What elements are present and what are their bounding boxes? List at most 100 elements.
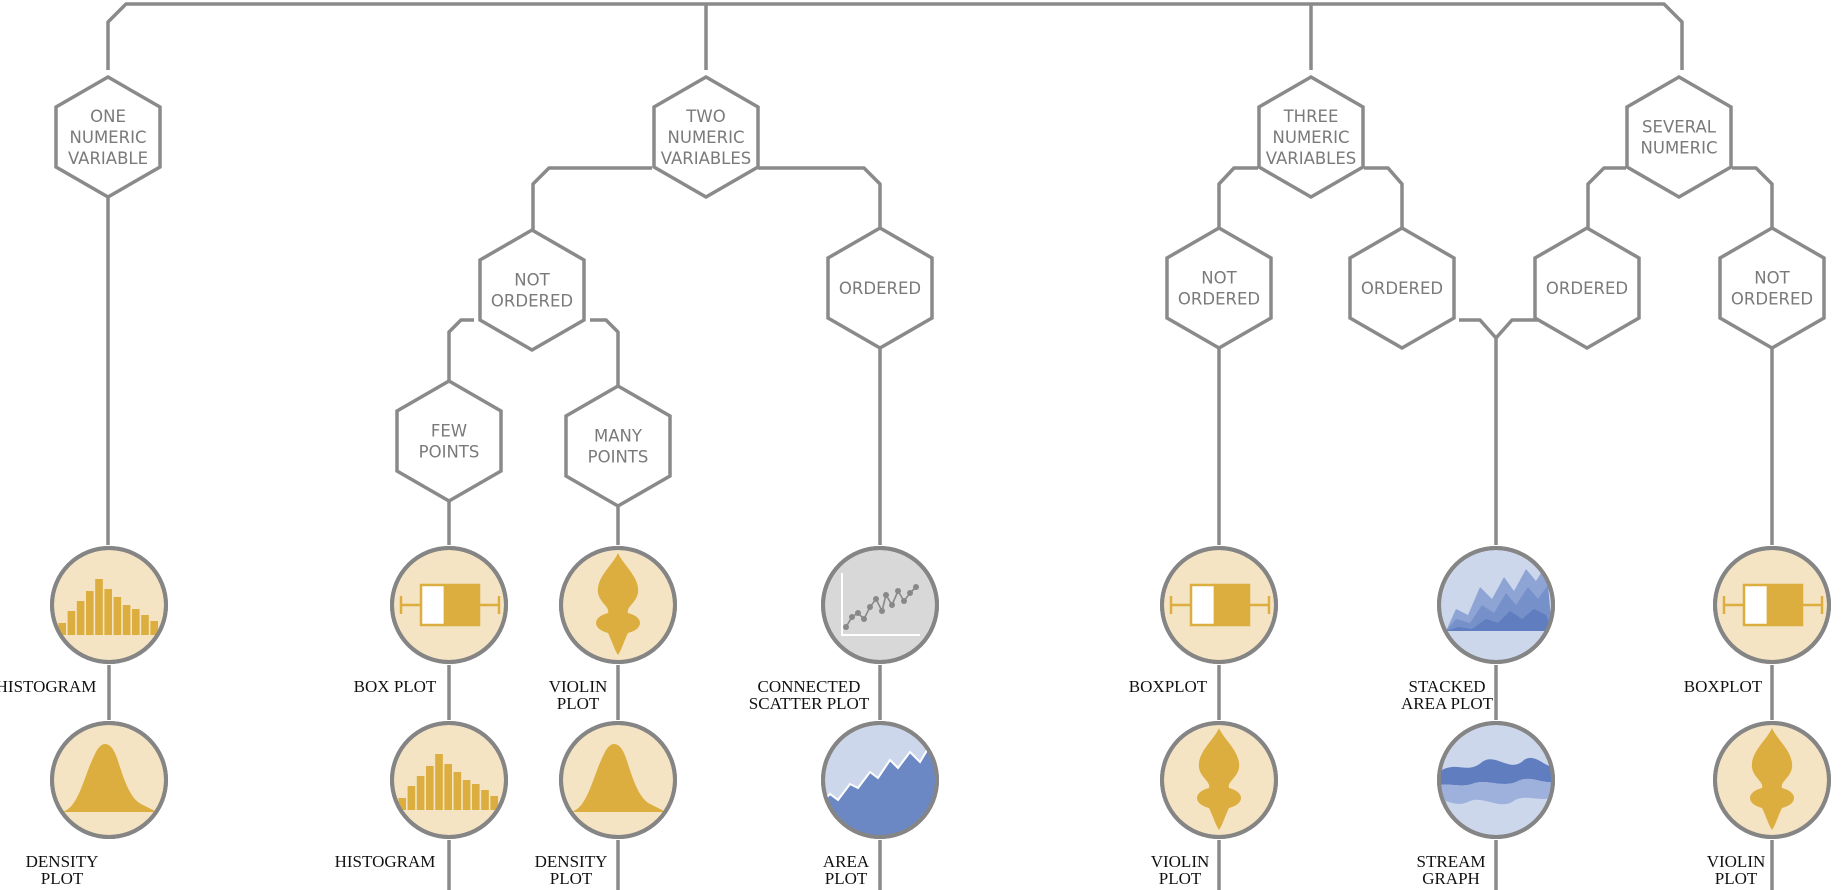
edge-line — [1586, 166, 1626, 230]
circle-outline — [1713, 546, 1831, 664]
chart-label: AREA PLOT — [1401, 694, 1494, 713]
decision-node-label: VARIABLES — [1266, 149, 1357, 168]
boxplot-glyph — [399, 583, 501, 627]
chart-node-histogram-1[interactable]: HISTOGRAM — [0, 546, 168, 696]
scatter-point — [879, 608, 885, 614]
circle-outline — [1160, 546, 1278, 664]
scatter-point — [849, 614, 855, 620]
scatter-point — [913, 584, 919, 590]
histogram-bar — [472, 784, 480, 810]
histogram-bar — [141, 615, 149, 635]
edge-line — [1732, 166, 1774, 230]
box-lower — [419, 583, 447, 627]
decision-node-label: NUMERIC — [668, 128, 745, 147]
histogram-bar — [444, 764, 452, 810]
stream-layer — [1440, 758, 1552, 786]
stacked-area-glyph — [1446, 565, 1552, 631]
chart-label: CONNECTED — [758, 677, 861, 696]
chart-node-boxplot-2[interactable]: BOXPLOT — [1129, 546, 1278, 696]
circle-outline — [50, 721, 168, 839]
chart-label: HISTOGRAM — [0, 677, 96, 696]
histogram-bar — [416, 776, 425, 810]
decision-nodes: ONENUMERICVARIABLETWONUMERICVARIABLESTHR… — [54, 74, 1826, 509]
scatter-point — [867, 604, 873, 610]
histogram-bar — [104, 589, 112, 635]
circle-outline — [559, 546, 677, 664]
chart-label: STREAM — [1417, 852, 1486, 871]
box-lower — [1189, 583, 1217, 627]
stacked-area-layer — [1446, 609, 1552, 631]
decision-node-label: VARIABLES — [661, 149, 752, 168]
decision-node-label: NUMERIC — [1273, 128, 1350, 147]
decision-node-label: NUMERIC — [70, 128, 147, 147]
density-glyph — [571, 743, 666, 812]
circle-outline — [1160, 721, 1278, 839]
hexagon-shape — [395, 378, 503, 504]
scatter-point — [873, 596, 879, 602]
chart-label: HISTOGRAM — [335, 852, 436, 871]
edge-line — [590, 318, 620, 387]
decision-node-two-ordered: ORDERED — [826, 225, 934, 351]
chart-label: VIOLIN — [549, 677, 608, 696]
hexagon-shape — [1625, 74, 1733, 200]
violin-shape — [1750, 728, 1794, 830]
decision-node-label: THREE — [1283, 107, 1339, 126]
histogram-bar — [113, 597, 122, 635]
density-glyph — [62, 743, 157, 812]
hexagon-shape — [1257, 74, 1365, 200]
scatter-point — [889, 602, 895, 608]
chart-node-box-plot-1[interactable]: BOX PLOT — [354, 546, 508, 696]
chart-label: DENSITY — [535, 852, 608, 871]
chart-label: PLOT — [557, 694, 600, 713]
decision-node-three-numeric-variables: THREE NUMERIC VARIABLES — [1257, 74, 1365, 200]
histogram-bar — [76, 601, 85, 635]
chart-node-boxplot-3[interactable]: BOXPLOT — [1684, 546, 1831, 696]
decision-node-label: MANY — [594, 427, 643, 446]
histogram-bar — [67, 611, 76, 635]
violin-glyph — [1750, 728, 1794, 830]
circle-outline — [821, 546, 939, 664]
density-curve — [571, 743, 666, 812]
decision-node-label: NOT — [514, 271, 550, 290]
edge-line — [447, 318, 474, 382]
chart-label: PLOT — [41, 869, 84, 888]
violin-glyph — [1197, 728, 1241, 830]
edge-line — [1459, 318, 1498, 545]
histogram-bar — [462, 780, 471, 810]
chart-label: DENSITY — [26, 852, 99, 871]
hexagon-shape — [478, 227, 586, 353]
histogram-bar — [407, 786, 416, 810]
decision-node-three-ordered: ORDERED — [1348, 225, 1456, 351]
circle-outline — [559, 721, 677, 839]
histogram-bar — [150, 621, 158, 635]
edge-line — [106, 2, 1684, 70]
circle-outline — [1437, 546, 1555, 664]
stream-glyph — [1440, 758, 1552, 805]
chart-node-histogram-2[interactable]: HISTOGRAM — [335, 721, 508, 871]
chart-label: VIOLIN — [1151, 852, 1210, 871]
histogram-bar — [490, 796, 498, 810]
decision-node-label: ORDERED — [1546, 279, 1628, 298]
histogram-glyph — [398, 754, 498, 810]
scatter-point — [861, 616, 867, 622]
box-upper — [443, 583, 481, 627]
decision-node-label: ORDERED — [1361, 279, 1443, 298]
edge-line — [1364, 166, 1404, 230]
scatter-point — [883, 592, 889, 598]
decision-node-label: VARIABLE — [68, 149, 148, 168]
decision-node-label: ORDERED — [839, 279, 921, 298]
decision-node-label: ORDERED — [1178, 290, 1260, 309]
